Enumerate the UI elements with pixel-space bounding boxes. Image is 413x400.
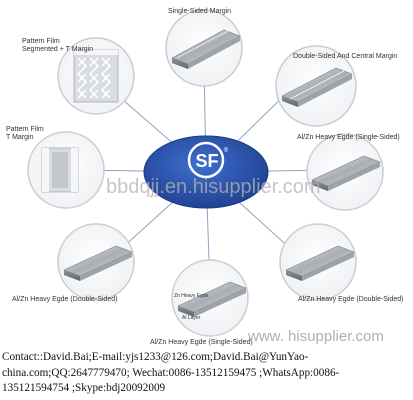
company-logo-center: SF ®	[143, 135, 269, 209]
label-pattern-film-segmented-t-margin: Pattern Film Segmented + T Margin	[22, 38, 94, 53]
film-strip-image	[177, 281, 247, 317]
double-sided-central-margin-node	[275, 45, 357, 127]
label-double-sided-central-margin: Double-Sided And Central Margin	[293, 53, 398, 60]
watermark-corner: www. hisupplier.com	[248, 328, 384, 345]
pattern-film-image	[41, 147, 79, 193]
label-alzn-double-sided-left: Al/Zn Heavy Egde (Double-Sided)	[12, 296, 118, 303]
film-strip-image	[285, 245, 355, 281]
pattern-film-segmented-t-margin-node	[57, 37, 135, 115]
label-pattern-film-t-margin: Pattern Film T Margin	[6, 126, 44, 141]
label-single-sided-margin: Single-Sided Margin	[168, 8, 232, 15]
pattern-film-t-margin-node	[27, 131, 105, 209]
alzn-heavy-edge-single-sided-bottom-node	[171, 259, 249, 337]
contact-line-2: china.com;QQ:2647779470; Wechat:0086-135…	[2, 366, 340, 379]
contact-line-1: Contact::David.Bai;E-mail:yjs1233@126.co…	[2, 351, 309, 363]
watermark-middle: bbdqjj.en.hisupplier.com	[106, 176, 321, 198]
alzn-heavy-edge-single-sided-right-node	[306, 133, 384, 211]
label-alzn-single-sided-bottom: Al/Zn Heavy Egde (Single-Sided)	[150, 339, 253, 346]
label-alzn-double-sided-right: Al/Zn Heavy Egde (Double-Sided)	[298, 296, 404, 303]
contact-line-3: 13512159475​4 ;Skype:bdj20092009	[2, 382, 166, 394]
contact-info: Contact::David.Bai;E-mail:yjs1233@126.co…	[2, 350, 411, 397]
pattern-film-image	[73, 49, 119, 103]
product-diagram: SF ®	[27, 9, 384, 337]
registered-mark: ®	[224, 147, 229, 154]
inner-label-al-layer: Al Layer	[182, 315, 201, 321]
single-sided-margin-node	[165, 9, 243, 87]
film-strip-image	[281, 67, 353, 107]
film-strip-image	[171, 29, 241, 69]
film-strip-image	[311, 155, 381, 191]
film-strip-image	[63, 245, 133, 281]
label-alzn-single-sided-right: Al/Zn Heavy Egde (Single-Sided)	[297, 134, 400, 141]
alzn-heavy-edge-double-sided-left-node	[57, 223, 135, 301]
inner-label-zn-heavy-edge: Zn Heavy Egde	[174, 293, 209, 299]
logo-text: SF	[195, 151, 218, 171]
alzn-heavy-edge-double-sided-right-node	[279, 223, 357, 301]
